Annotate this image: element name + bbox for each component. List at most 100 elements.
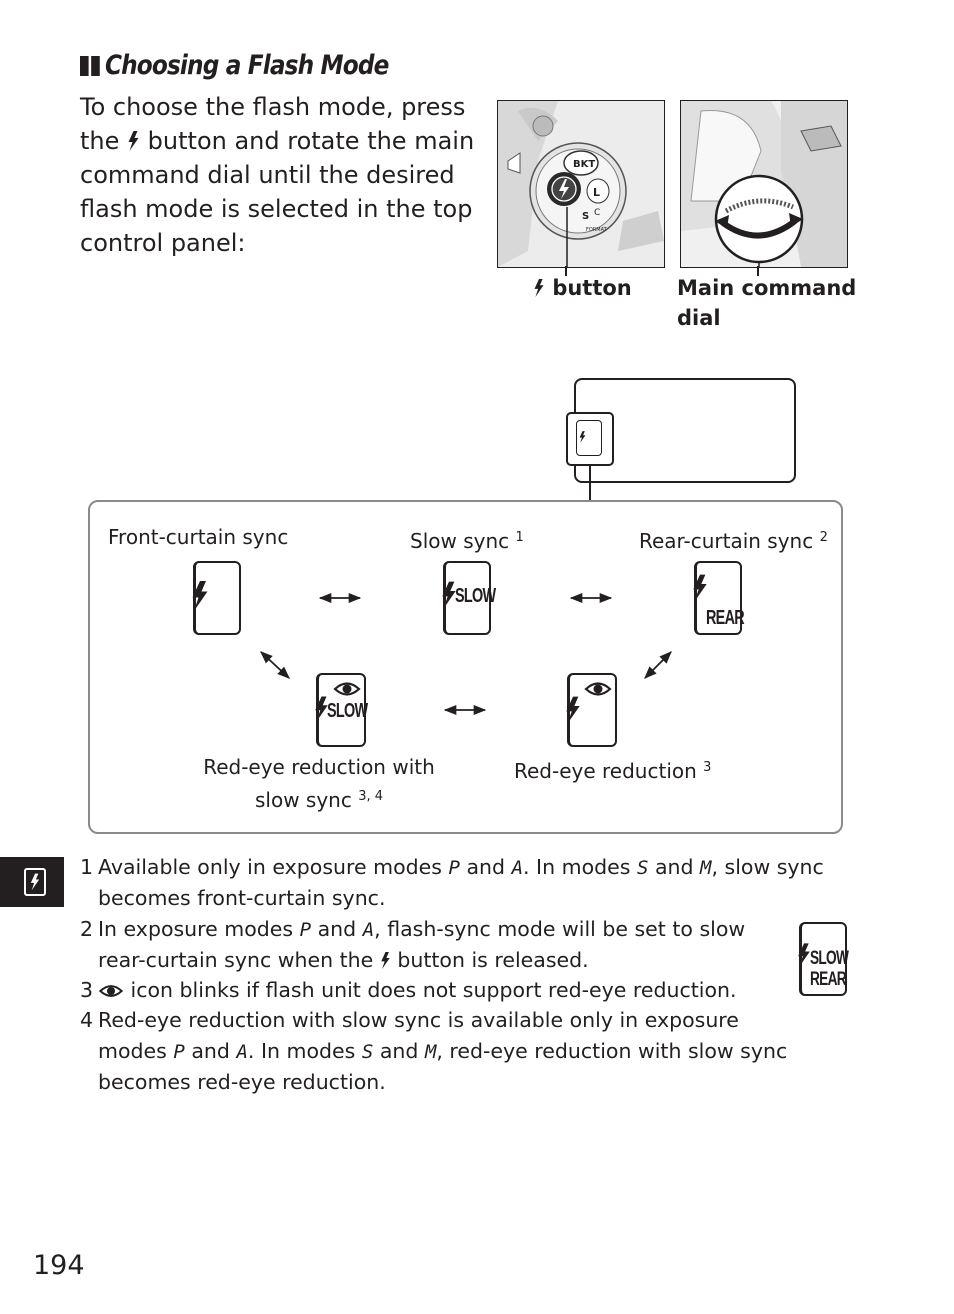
flash-bolt-icon [127, 131, 140, 151]
page-number: 194 [33, 1250, 85, 1281]
flash-bolt-icon [380, 951, 391, 969]
mode-a-glyph: A [236, 1040, 248, 1063]
intro-paragraph: To choose the flash mode, press the butt… [80, 90, 480, 260]
slow-sync-label: Slow sync 1 [410, 523, 524, 556]
heading-marker-icon [80, 55, 100, 76]
flash-modes-panel [88, 500, 843, 834]
intro-prefix: the [80, 127, 120, 155]
flash-button-leader [565, 266, 567, 276]
footnote-number: 2 [80, 916, 94, 941]
footnote-text: , flash-sync mode will be set to slow [374, 916, 746, 941]
flash-bolt-icon [533, 279, 545, 297]
footnote-text: and [317, 916, 357, 941]
caption-line: dial [677, 306, 721, 330]
rear-curtain-sync-label: Rear-curtain sync 2 [639, 523, 828, 556]
section-heading: Choosing a Flash Mode [80, 50, 389, 81]
bkt-label: BKT [573, 159, 595, 170]
mode-a-glyph: A [511, 857, 524, 879]
double-arrow-icon [260, 651, 290, 679]
lcd-connector-line [589, 466, 591, 501]
footnote-text: , red-eye reduction with slow sync [436, 1038, 788, 1063]
mode-label-text: Slow sync [410, 529, 510, 553]
rear-icon-text: REAR [810, 969, 847, 990]
flash-chapter-tab [0, 857, 64, 907]
mode-label-line: Red-eye reduction with [203, 755, 435, 779]
footnote-text: becomes front-curtain sync. [98, 886, 386, 911]
footnote-text: , slow sync [711, 855, 824, 879]
intro-line-text: button and rotate the main [147, 127, 475, 155]
slow-icon-text: SLOW [810, 948, 849, 969]
footnote-text: and [191, 1038, 230, 1063]
footnote-text: and [654, 855, 694, 879]
mode-p-glyph: P [299, 918, 312, 941]
footnote-text: becomes red-eye reduction. [98, 1070, 386, 1095]
red-eye-reduction-icon [566, 673, 617, 747]
footnote-3: 3 icon blinks if flash unit does not sup… [80, 975, 870, 1005]
slow-icon-text: SLOW [327, 700, 368, 722]
footnote-2: 2 In exposure modes P and A, flash-sync … [80, 914, 870, 976]
footnote-text: and [379, 1038, 419, 1063]
mode-s-glyph: S [361, 1040, 374, 1063]
eye-icon [98, 985, 124, 998]
intro-line: control panel: [80, 229, 246, 257]
intro-line: To choose the flash mode, press [80, 93, 466, 121]
footnote-1: 1 Available only in exposure modes P and… [80, 852, 870, 914]
mode-p-glyph: P [448, 857, 460, 879]
mode-m-glyph: M [424, 1040, 437, 1063]
format-label: FORMAT [586, 227, 608, 233]
footnote-number: 1 [80, 855, 94, 879]
footnote-text: button is released. [397, 947, 589, 972]
mode-label-text: Rear-curtain sync [639, 529, 814, 553]
red-eye-slow-sync-icon: SLOW [315, 673, 368, 747]
flash-tab-icon [30, 873, 40, 891]
footnote-text: Red-eye reduction with slow sync is avai… [98, 1008, 739, 1033]
footnote-text: In exposure modes [98, 916, 294, 941]
footnote-number: 3 [80, 978, 94, 1003]
lcd-flash-bolt-icon [579, 431, 586, 443]
footnote-text: rear-curtain sync when the [98, 947, 374, 972]
slow-sync-icon: SLOW [442, 561, 496, 635]
double-arrow-icon [644, 651, 672, 679]
footnote-text: icon blinks if flash unit does not suppo… [130, 978, 737, 1003]
rear-icon-text: REAR [706, 607, 745, 629]
footnote-text: modes [98, 1038, 167, 1063]
mode-p-glyph: P [173, 1040, 185, 1063]
footnote-text: . In modes [523, 855, 631, 879]
dial-leader [757, 266, 759, 276]
mode-label-text: Red-eye reduction [514, 759, 697, 783]
flash-button-caption: button [533, 273, 632, 303]
mode-label-line: slow sync [254, 788, 352, 812]
footnote-ref: 2 [819, 530, 828, 545]
footnotes: 1 Available only in exposure modes P and… [80, 852, 870, 1097]
flash-button-caption-text: button [552, 276, 632, 300]
eye-icon [333, 682, 361, 696]
main-command-dial-photo [680, 100, 848, 268]
front-curtain-sync-label: Front-curtain sync [108, 523, 288, 552]
intro-line: the button and rotate the main [80, 124, 480, 158]
mode-label-text: Front-curtain sync [108, 525, 289, 549]
mode-a-glyph: A [362, 918, 375, 941]
c-label: C [594, 208, 600, 218]
s-label: S [582, 211, 589, 222]
slow-icon-text: SLOW [455, 585, 496, 607]
footnote-number: 4 [80, 1008, 94, 1033]
footnote-ref: 1 [515, 530, 524, 545]
footnote-text: and [466, 855, 506, 879]
red-eye-slow-sync-label: Red-eye reduction with slow sync 3, 4 [203, 753, 435, 815]
footnote-ref: 3 [703, 760, 712, 775]
footnote-4: 4 Red-eye reduction with slow sync is av… [80, 1005, 870, 1097]
footnote-text: . In modes [247, 1038, 356, 1063]
camera-flash-button-photo: BKT L S C FORMAT [497, 100, 665, 268]
intro-line: flash mode is selected in the top [80, 195, 473, 223]
main-command-dial-caption: Main command dial [677, 273, 856, 333]
mode-s-glyph: S [636, 857, 649, 879]
rear-curtain-sync-icon: REAR [693, 561, 745, 635]
intro-line: command dial until the desired [80, 161, 455, 189]
front-curtain-sync-icon [192, 561, 241, 635]
l-label: L [593, 186, 600, 199]
slow-rear-sync-icon: SLOW REAR [798, 922, 849, 996]
red-eye-reduction-label: Red-eye reduction 3 [514, 753, 711, 786]
footnote-ref: 3, 4 [358, 789, 384, 804]
section-title: Choosing a Flash Mode [104, 50, 389, 81]
